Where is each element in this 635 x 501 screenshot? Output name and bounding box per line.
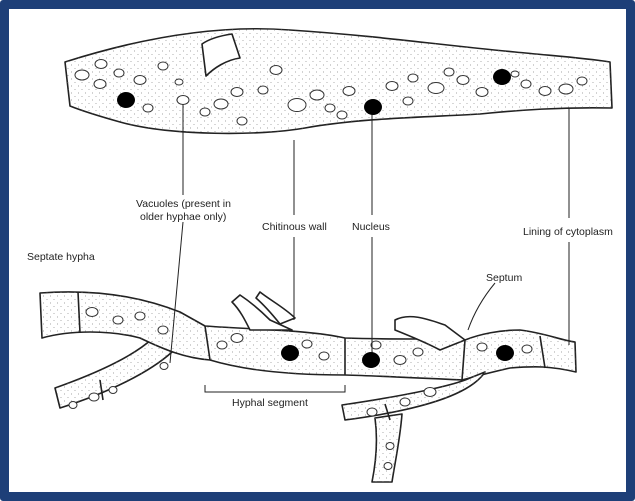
label-septum: Septum [486, 272, 522, 284]
nucleus-lower-1 [281, 345, 299, 361]
hyphal-segment-bracket [205, 385, 345, 392]
leader-septum [468, 283, 495, 330]
label-lining-of-cytoplasm: Lining of cytoplasm [523, 226, 613, 238]
label-nucleus: Nucleus [352, 221, 390, 233]
nucleus-lower-2 [362, 352, 380, 368]
nucleus-upper-1 [117, 92, 135, 108]
nucleus-upper-3 [493, 69, 511, 85]
label-septate-hypha: Septate hypha [27, 251, 95, 263]
label-vacuoles-line2: older hyphae only) [140, 211, 226, 223]
nucleus-lower-3 [496, 345, 514, 361]
nucleus-upper-2 [364, 99, 382, 115]
label-hyphal-segment: Hyphal segment [232, 397, 308, 409]
upper-hypha [65, 29, 612, 134]
lower-hypha [40, 292, 576, 482]
label-vacuoles-line1: Vacuoles (present in [136, 198, 231, 210]
label-chitinous-wall: Chitinous wall [262, 221, 327, 233]
